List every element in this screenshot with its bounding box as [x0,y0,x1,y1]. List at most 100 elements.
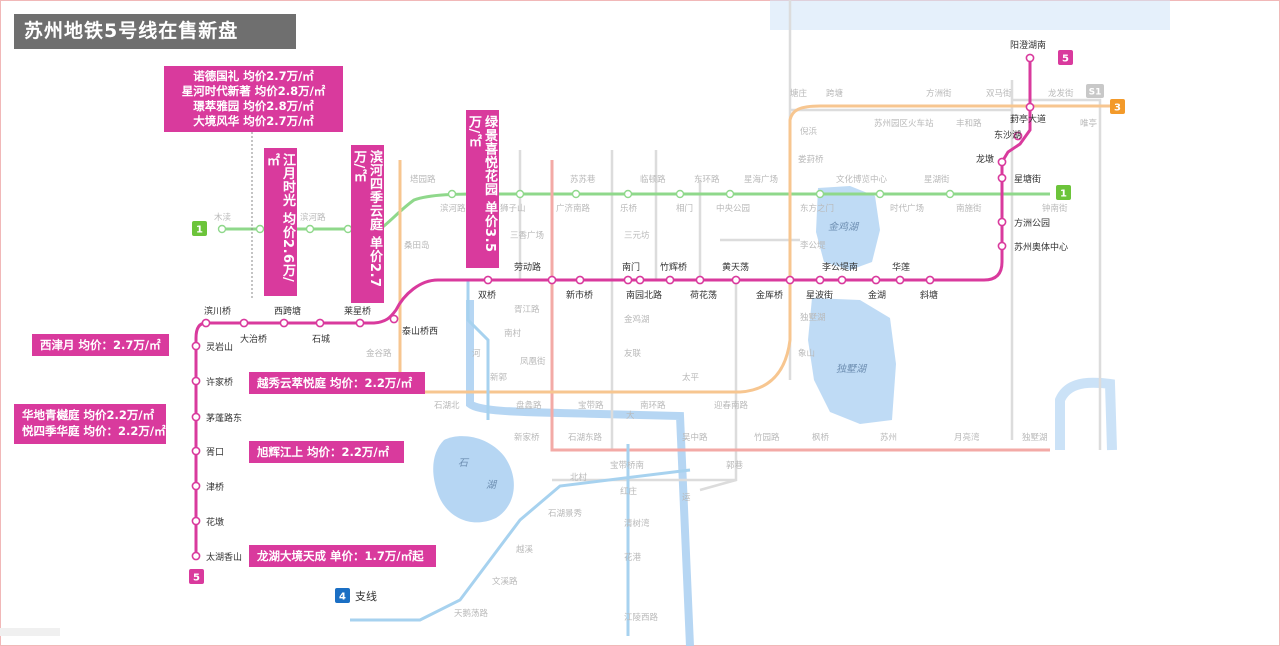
badge-line1-left [192,221,207,236]
canal-label-3: 河 [472,348,481,359]
line5-station-label: 南园北路 [626,289,662,301]
badge-s1 [1086,84,1104,98]
line5-station-label: 太湖香山 [206,551,242,563]
station-shihujingxiu: 石湖景秀 [548,508,583,519]
station-shihubei: 石湖北 [434,401,460,411]
station-beicun: 北村 [570,472,588,483]
line5-station-label: 星塘街 [1014,173,1041,185]
line5-station-label: 灵岩山 [206,341,233,353]
price-line-yuesiji: 悦四季华庭 均价：2.2万/㎡ [22,424,166,438]
line5-station-dot [895,275,905,285]
line5-station-label: 滨川桥 [204,305,231,317]
lake-label-jinji: 金鸡湖 [828,221,860,233]
station-xinguo: 新郭 [490,372,508,383]
station-heshan: 桑田岛 [404,240,430,251]
price-box-lvjing: 绿景喜悦花园 单价3.5万/㎡ [466,110,499,268]
line5-station-dot [239,318,249,328]
line5-station-label: 新市桥 [566,289,593,301]
watermark-top [770,0,1170,30]
line5-station-dot [279,318,289,328]
station-longfa: 龙发街 [1048,88,1074,99]
station-henshan: 金谷路 [366,348,392,359]
line5-station-label: 龙墩 [976,153,994,165]
station-dushuhu: 枫桥 [812,432,830,443]
station-weiting: 唯亭 [1080,118,1097,129]
station-yuexi: 越溪 [516,544,534,555]
watermark-bottom-left [0,628,60,636]
line5-station-label: 苏州奥体中心 [1014,241,1068,253]
price-line-jingcui: 璟萃雅园 均价2.8万/㎡ [193,99,314,113]
badge-line4-branch-label: 支线 [355,589,377,603]
price-line-xinghe: 星河时代新著 均价2.8万/㎡ [181,84,326,98]
station-xinghu: 星湖街 [924,174,950,185]
station-binhe: 滨河路 [440,203,466,214]
line5-station-label: 胥口 [206,447,224,458]
line5-station-label: 斜塘 [920,289,938,301]
badge-s1-label: S1 [1089,88,1102,98]
station-wenxi: 文溪路 [492,576,518,587]
line5-station-dot [191,481,201,491]
line5-station-dot [815,275,825,285]
badge-line3 [1110,99,1125,114]
station-fangzhou: 方洲街 [926,88,952,99]
line5-station-dot [315,318,325,328]
station-dongwu: 独墅湖 [800,312,826,323]
line5-station-label: 双桥 [478,289,496,301]
line5-station-dot [837,275,847,285]
price-box-jiangyue: 江月时光 均价2.6万/㎡ [264,148,297,296]
station-qingshu: 清树湾 [624,518,650,529]
station-guangji: 广济南路 [556,203,591,214]
price-line-nuode: 诺德国礼 均价2.7万/㎡ [193,69,314,83]
line5-station-dot [575,275,585,285]
canal-label-2: 运 [682,493,691,503]
badge-line1-right [1056,185,1071,200]
badge-line1-right-label: 1 [1060,189,1067,200]
line5-station-dot [997,217,1007,227]
line5-station-label: 竹辉桥 [660,261,687,273]
line5-station-dot [997,241,1007,251]
station-shuangma: 双马街 [986,88,1012,99]
lake-label-dushu: 独墅湖 [836,363,868,375]
line5-station-label: 星波街 [806,289,833,301]
line5-station-label: 金湖 [868,289,886,301]
lake-label-shihu-1: 石 [458,458,470,469]
line-4 [350,280,691,636]
line5-station-dot [925,275,935,285]
station-nibang: 倪浜 [800,126,818,137]
badge-line5-bottom [189,569,204,584]
station-shizishan: 狮子山 [500,203,526,214]
station-wuzhong: 吴中路 [682,432,708,443]
station-dongfang: 东方之门 [800,203,834,214]
station-nancun: 南村 [504,328,522,339]
station-wenhua: 文化博览中心 [836,174,888,185]
station-baodaiqiaonan: 宝带桥南 [610,460,644,471]
line-5 [191,53,1035,561]
line5-station-label: 花墩 [206,516,224,528]
line-badges: 5 5 3 S1 1 1 4 支线 [189,50,1125,603]
canal-label-1: 大 [626,410,635,421]
station-yueliang: 苏州 [880,432,897,443]
line5-station-label: 方洲公园 [1014,217,1050,229]
station-shilu: 滨河路 [300,212,326,223]
station-youlian: 凤凰街 [520,356,546,367]
station-fengmen: 象山 [798,348,815,359]
station-guoxiang: 郭巷 [726,460,744,471]
station-xujiang: 胥江路 [514,304,540,315]
station-hongzhuang: 红庄 [620,486,638,497]
badge-line4-label: 4 [339,592,346,603]
line5-station-label: 许家桥 [206,376,233,388]
badge-line1-left-label: 1 [196,225,203,236]
station-panli: 盘蠡路 [516,400,542,411]
station-baodai: 宝带路 [578,400,604,411]
station-susu: 苏苏巷 [570,174,596,185]
price-box-xijin: 西津月 均价：2.7万/㎡ [32,334,169,356]
line5-station-dot [635,275,645,285]
line5-station-label: 荷花荡 [690,289,717,301]
badge-line5-top [1058,50,1073,65]
price-line-huadi: 华地青樾庭 均价2.2万/㎡ [22,408,155,422]
line5-station-label: 西跨塘 [274,305,301,317]
station-yuyuan: 竹园路 [754,432,780,443]
station-xiangmen: 相门 [676,203,693,214]
line-3 [398,104,1116,394]
lake-label-shihu-2: 湖 [486,479,498,491]
